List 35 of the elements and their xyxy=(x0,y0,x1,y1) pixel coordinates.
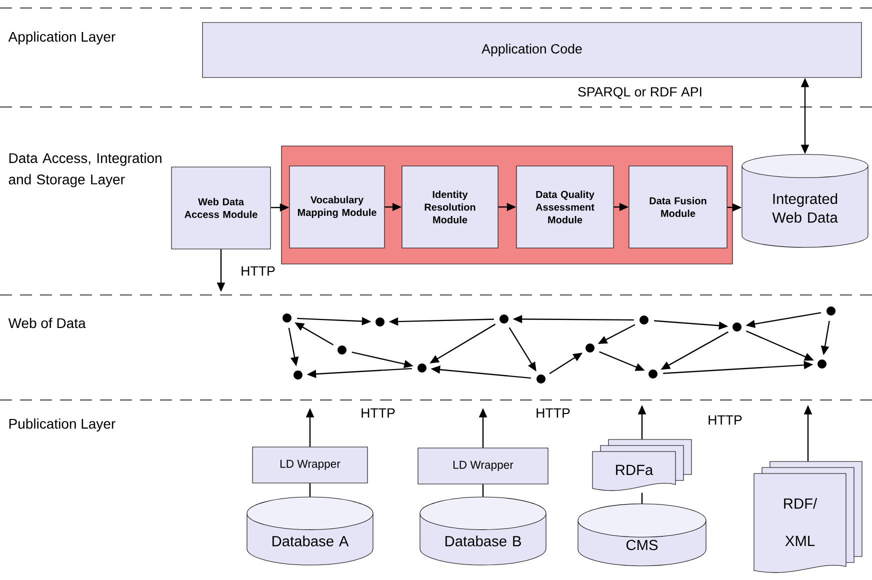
data-dot xyxy=(826,306,836,316)
data-dot xyxy=(418,364,426,372)
document-stack: RDFa xyxy=(592,439,692,491)
wrapper-box: LD Wrapper xyxy=(418,448,548,484)
layer-label: Application Layer xyxy=(8,31,116,45)
data-dot xyxy=(586,344,594,352)
protocol-label: HTTP xyxy=(536,408,570,418)
data-dot xyxy=(818,360,826,368)
data-dot xyxy=(648,370,658,378)
data-dot xyxy=(732,322,742,332)
layer-label: Data Access, Integration and Storage Layer xyxy=(8,152,162,188)
data-dot xyxy=(376,318,384,326)
data-dot xyxy=(536,374,546,384)
data-dot xyxy=(500,314,508,324)
data-dot xyxy=(338,346,346,354)
database-cylinder: Database A xyxy=(246,496,374,566)
protocol-label: HTTP xyxy=(708,415,742,425)
protocol-label: HTTP xyxy=(242,266,275,276)
module-box: Web Data Access Module xyxy=(171,166,271,250)
data-dot xyxy=(640,316,648,324)
module-box: Vocabulary Mapping Module xyxy=(289,166,385,248)
wrapper-box: LD Wrapper xyxy=(252,446,368,484)
protocol-label: HTTP xyxy=(362,408,395,418)
document-stack: RDF/ XML xyxy=(754,461,862,573)
layer-label: Publication Layer xyxy=(9,418,116,432)
data-dot xyxy=(282,314,292,322)
database-cylinder: Database B xyxy=(420,496,546,566)
database-cylinder: Integrated Web Data xyxy=(742,154,868,248)
module-box: Identity Resolution Module xyxy=(402,166,498,248)
database-cylinder: CMS xyxy=(578,504,706,566)
module-box: Data Fusion Module xyxy=(628,166,728,248)
application-box: Application Code xyxy=(202,22,862,78)
layer-label: Web of Data xyxy=(8,318,86,328)
data-dot xyxy=(294,370,302,380)
module-box: Data Quality Assessment Module xyxy=(516,166,614,248)
